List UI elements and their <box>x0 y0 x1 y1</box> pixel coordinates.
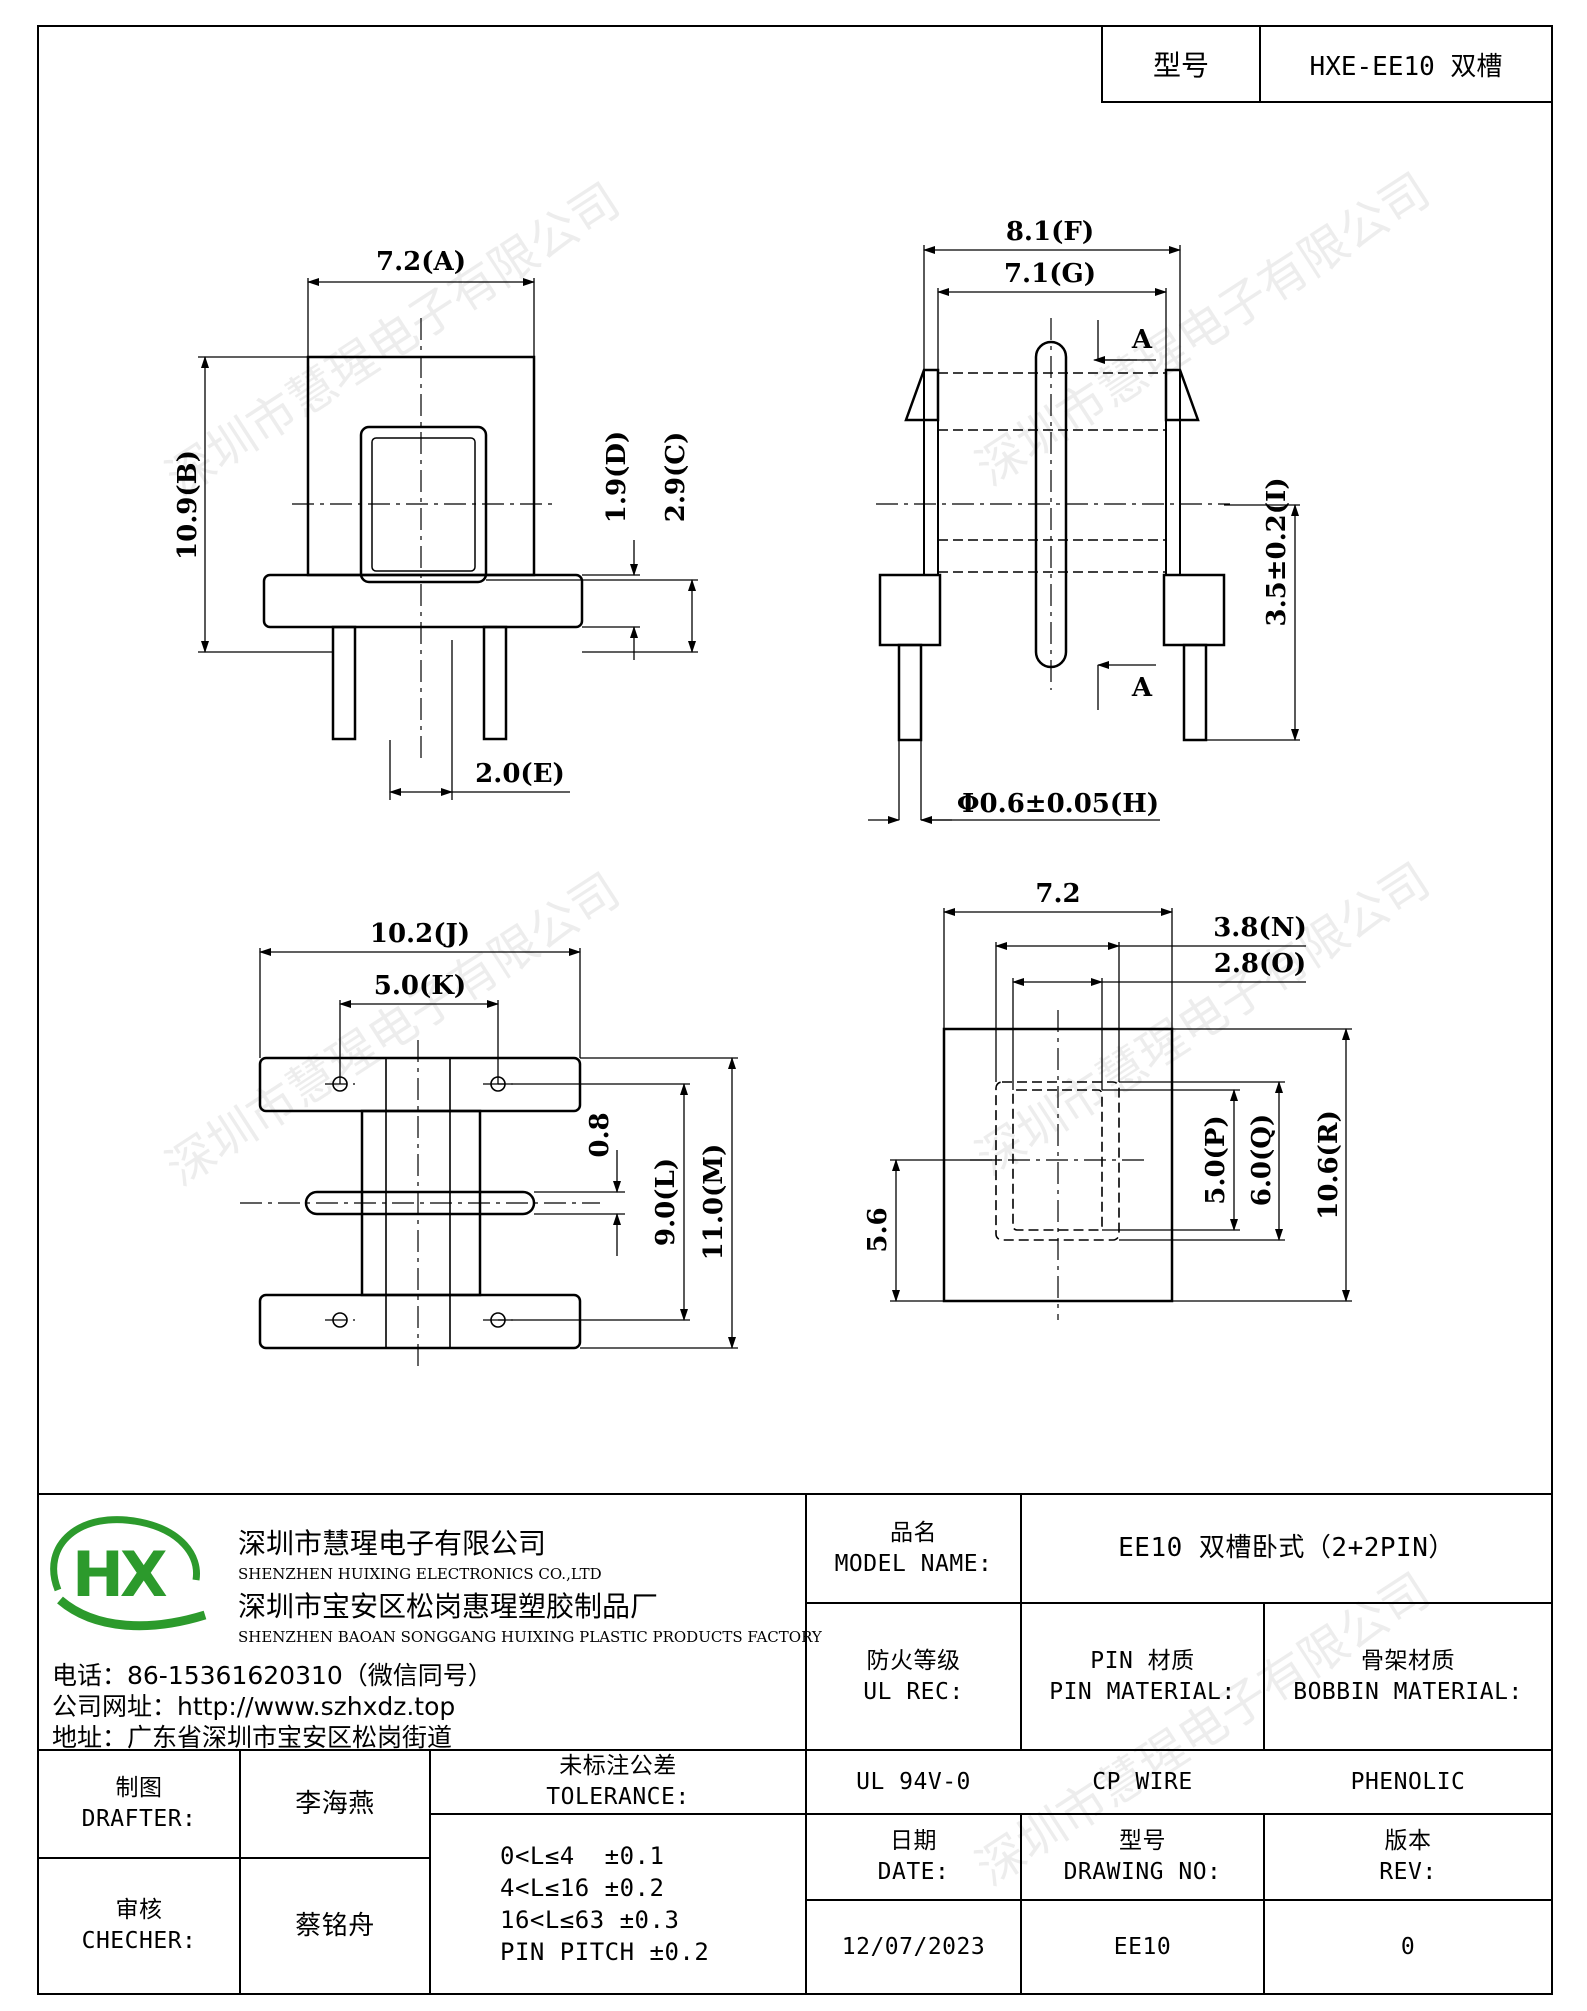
factory-name-cn: 深圳市宝安区松岗惠瑆塑胶制品厂 <box>238 1590 659 1623</box>
dim-K-label: 5.0(K) <box>374 971 466 1001</box>
company-address: 地址：广东省深圳市宝安区松岗街道 <box>52 1723 453 1752</box>
model-value: HXE-EE10 双槽 <box>1309 51 1503 82</box>
company-website: 公司网址：http://www.szhxdz.top <box>52 1692 456 1721</box>
dim-D-label: 1.9(D) <box>602 431 632 523</box>
tolerance-line: 0<L≤4 ±0.1 <box>500 1842 665 1870</box>
pin-material-label-cell: PIN 材质 PIN MATERIAL: <box>1021 1603 1264 1750</box>
tolerance-label-en: TOLERANCE: <box>546 1784 690 1810</box>
checker-label-en: CHECHER: <box>81 1928 197 1954</box>
bobbin-material-label-cell: 骨架材质 BOBBIN MATERIAL: <box>1264 1603 1552 1750</box>
drafter-label-en: DRAFTER: <box>81 1806 197 1832</box>
dim-Q-label: 6.0(Q) <box>1247 1114 1277 1207</box>
pin-material-label: PIN 材质 <box>1090 1647 1195 1674</box>
section-mark-top: A <box>1131 325 1153 355</box>
dim-C-label: 2.9(C) <box>661 432 691 523</box>
rev-label-en: REV: <box>1379 1859 1437 1885</box>
checker-value: 蔡铭舟 <box>295 1910 375 1941</box>
dim-N-label: 3.8(N) <box>1213 913 1307 943</box>
section-mark-bottom: A <box>1131 673 1153 703</box>
company-name-cn: 深圳市慧瑆电子有限公司 <box>238 1527 547 1560</box>
dim-L-label: 9.0(L) <box>651 1158 681 1246</box>
bobbin-material-label-en: BOBBIN MATERIAL: <box>1293 1678 1523 1705</box>
logo-text: HX <box>72 1538 168 1611</box>
dim-J-label: 10.2(J) <box>370 919 470 949</box>
model-name-label-en: MODEL NAME: <box>834 1550 993 1577</box>
date-label: 日期 <box>890 1828 937 1854</box>
model-name-label-cell: 品名 MODEL NAME: <box>806 1494 1021 1603</box>
company-phone: 电话：86-15361620310（微信同号） <box>52 1661 493 1690</box>
rev-value: 0 <box>1400 1933 1416 1960</box>
dim-5-6-label: 5.6 <box>863 1207 893 1252</box>
dim-width-label: 7.2 <box>1035 879 1080 909</box>
dim-I-label: 3.5±0.2(I) <box>1262 477 1292 626</box>
pin-material-value: CP WIRE <box>1092 1768 1193 1795</box>
tolerance-table: 0<L≤4 ±0.1 4<L≤16 ±0.2 16<L≤63 ±0.3 PIN … <box>430 1814 806 1994</box>
tolerance-label: 未标注公差 <box>559 1753 677 1779</box>
model-label: 型号 <box>1152 49 1209 82</box>
company-logo <box>50 1516 207 1631</box>
date-label-en: DATE: <box>877 1859 950 1885</box>
tolerance-line: PIN PITCH ±0.2 <box>500 1938 710 1966</box>
dim-R-label: 10.6(R) <box>1314 1110 1344 1220</box>
pin-material-label-en: PIN MATERIAL: <box>1049 1678 1236 1705</box>
bobbin-material-value: PHENOLIC <box>1350 1768 1466 1795</box>
ul-label-cell: 防火等级 UL REC: <box>806 1603 1021 1750</box>
drawing-no-label-cell: 型号 DRAWING NO: <box>1021 1814 1264 1900</box>
model-name-label: 品名 <box>890 1519 937 1546</box>
dim-H-label: Φ0.6±0.05(H) <box>957 789 1159 819</box>
dim-O-label: 2.8(O) <box>1214 949 1307 979</box>
drafter-value: 李海燕 <box>295 1788 375 1819</box>
dim-M-label: 11.0(M) <box>699 1144 729 1261</box>
bobbin-material-label: 骨架材质 <box>1361 1647 1455 1674</box>
factory-name-en: SHENZHEN BAOAN SONGGANG HUIXING PLASTIC … <box>238 1628 822 1646</box>
tolerance-line: 4<L≤16 ±0.2 <box>500 1874 665 1902</box>
dim-F-label: 8.1(F) <box>1006 217 1094 247</box>
tolerance-label-cell: 未标注公差 TOLERANCE: <box>430 1750 806 1814</box>
date-value: 12/07/2023 <box>841 1933 986 1960</box>
ul-label-en: UL REC: <box>863 1678 964 1705</box>
dim-E-label: 2.0(E) <box>475 759 565 789</box>
dim-A-label: 7.2(A) <box>376 247 466 277</box>
dim-G-label: 7.1(G) <box>1004 259 1096 289</box>
drawing-no-value: EE10 <box>1113 1933 1172 1960</box>
drafter-label-cell: 制图 DRAFTER: <box>38 1750 240 1858</box>
rev-label: 版本 <box>1384 1828 1432 1854</box>
model-name-value: EE10 双槽卧式（2+2PIN） <box>1118 1533 1455 1563</box>
drawing-no-label-en: DRAWING NO: <box>1063 1859 1222 1885</box>
company-name-en: SHENZHEN HUIXING ELECTRONICS CO.,LTD <box>238 1565 602 1583</box>
drafter-label: 制图 <box>115 1775 163 1801</box>
date-label-cell: 日期 DATE: <box>806 1814 1021 1900</box>
dim-B-label: 10.9(B) <box>173 450 203 560</box>
ul-value: UL 94V-0 <box>856 1768 971 1795</box>
tolerance-line: 16<L≤63 ±0.3 <box>500 1906 680 1934</box>
checker-label: 审核 <box>115 1897 163 1923</box>
drawing-no-label: 型号 <box>1119 1828 1166 1854</box>
dim-P-label: 5.0(P) <box>1201 1115 1231 1204</box>
dim-gap-label: 0.8 <box>585 1112 615 1157</box>
checker-label-cell: 审核 CHECHER: <box>38 1858 240 1994</box>
ul-label: 防火等级 <box>866 1647 961 1674</box>
rev-label-cell: 版本 REV: <box>1264 1814 1552 1900</box>
